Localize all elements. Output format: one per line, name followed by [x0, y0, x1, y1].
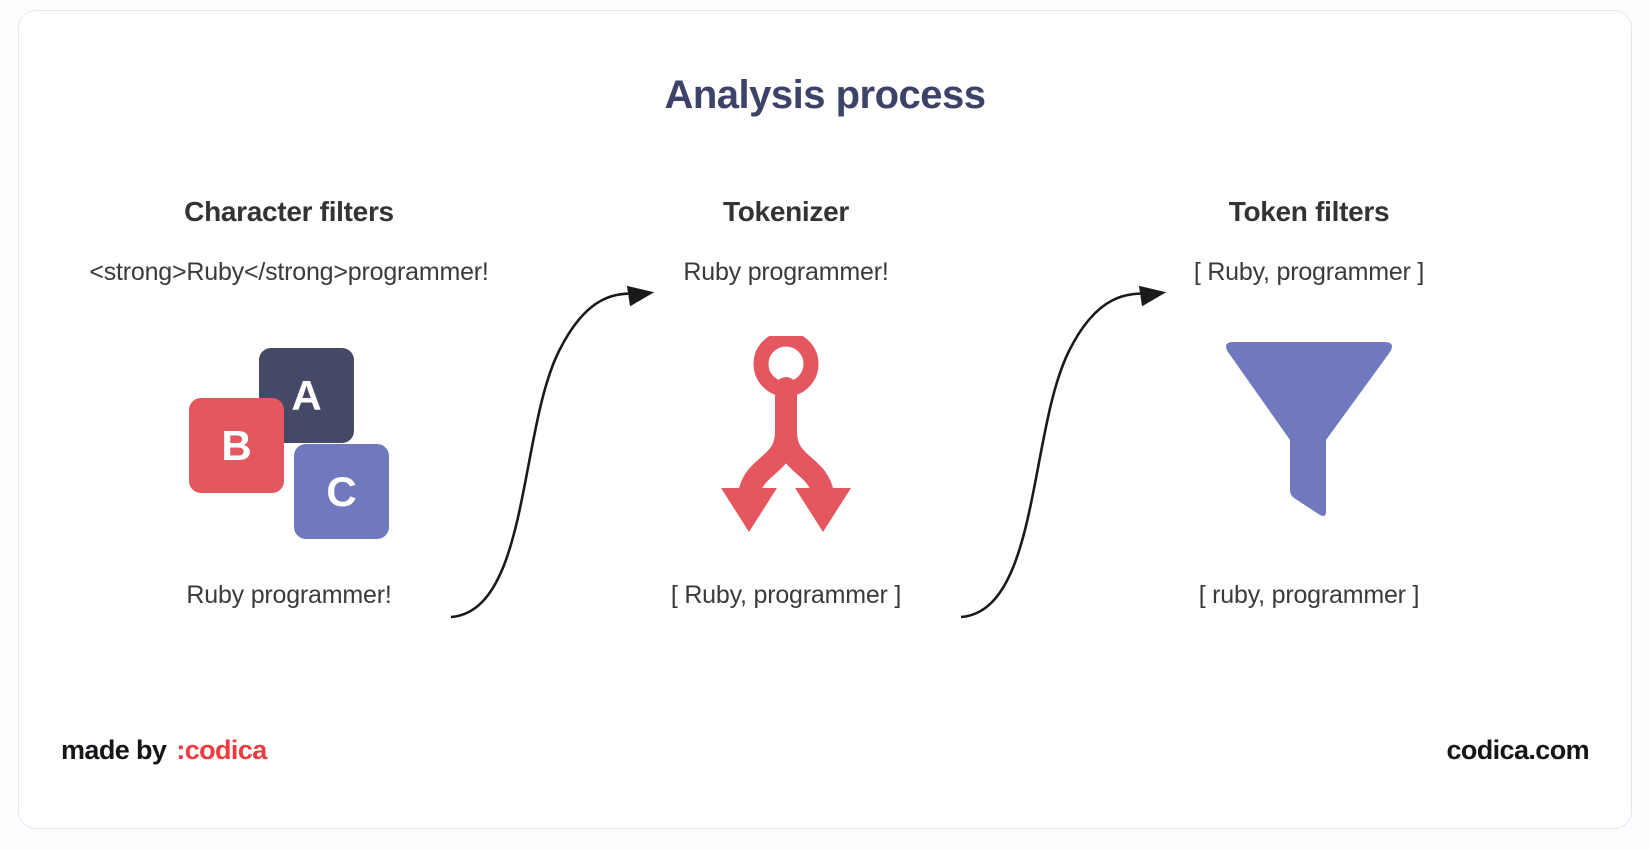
- column-header-character-filters: Character filters: [184, 196, 394, 227]
- column-token-filters: Token filters [ Ruby, programmer ] [ rub…: [1049, 196, 1569, 609]
- column-header-tokenizer: Tokenizer: [723, 196, 849, 227]
- letter-block-b-label: B: [221, 421, 252, 469]
- token-filters-output-text: [ ruby, programmer ]: [1198, 581, 1420, 609]
- tokenizer-input-text: Ruby programmer!: [683, 258, 889, 286]
- codica-logo: :codica: [176, 735, 267, 765]
- tokenizer-output-text: [ Ruby, programmer ]: [670, 581, 902, 609]
- letter-block-c: C: [294, 444, 389, 539]
- token-filters-input-text: [ Ruby, programmer ]: [1193, 258, 1425, 286]
- letter-block-b: B: [189, 398, 284, 493]
- abc-blocks-icon: A B C: [29, 321, 549, 551]
- character-filters-output-text: Ruby programmer!: [186, 581, 392, 609]
- pipeline-columns: Character filters <strong>Ruby</strong>p…: [19, 196, 1631, 666]
- footer-website: codica.com: [1446, 735, 1589, 765]
- character-filters-input-text: <strong>Ruby</strong>programmer!: [89, 258, 489, 286]
- letter-block-c-label: C: [326, 467, 357, 515]
- diagram-card: Analysis process Character filters <stro…: [18, 10, 1632, 829]
- column-header-token-filters: Token filters: [1228, 196, 1390, 227]
- footer-made-by: made by :codica: [61, 735, 267, 766]
- column-character-filters: Character filters <strong>Ruby</strong>p…: [29, 196, 549, 609]
- funnel-filter-icon: [1049, 321, 1569, 551]
- split-fork-arrows-icon: [526, 321, 1046, 551]
- letter-block-a: A: [259, 348, 354, 443]
- column-tokenizer: Tokenizer Ruby programmer! [ Ruby, progr…: [526, 196, 1046, 609]
- page-title: Analysis process: [664, 73, 986, 117]
- letter-block-a-label: A: [291, 371, 322, 419]
- made-by-label: made by: [61, 735, 167, 765]
